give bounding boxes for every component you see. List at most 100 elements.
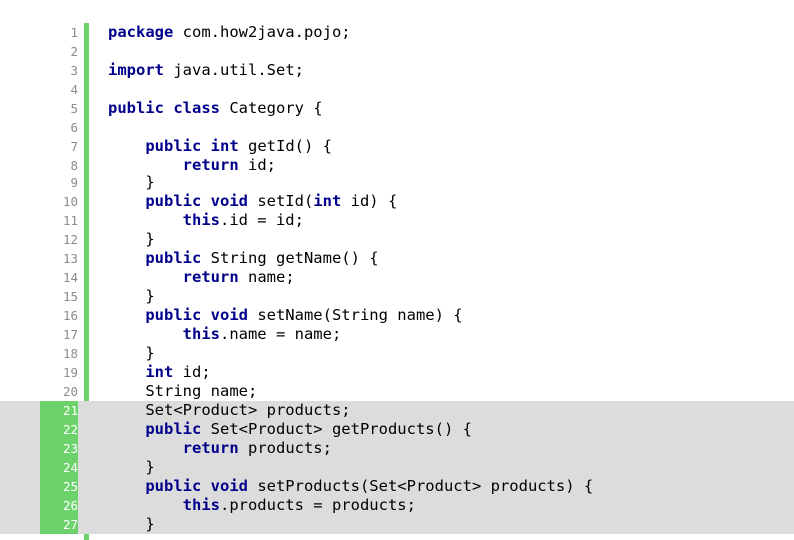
line-number: 14 [62,270,78,285]
code-text: String name; [108,382,257,401]
code-text: this.products = products; [108,496,416,515]
code-token [108,249,145,267]
code-token [108,477,145,495]
keyword-token: public [145,420,202,438]
keyword-token: this [182,211,220,229]
gutter-accent-bar [84,23,89,540]
line-number: 5 [70,101,78,116]
code-token [108,156,183,174]
code-line[interactable]: 12 } [0,230,794,249]
code-line[interactable]: 14 return name; [0,268,794,287]
keyword-token: public void [145,306,248,324]
code-text: public void setName(String name) { [108,306,462,325]
code-text: this.name = name; [108,325,342,344]
code-token: } [108,344,155,362]
code-line[interactable]: 5 public class Category { [0,99,794,118]
code-text: Set<Product> products; [108,401,351,420]
code-text: return name; [108,268,295,287]
line-number: 25 [40,477,78,496]
code-token: Category { [219,99,323,117]
code-token: } [108,230,155,248]
line-number: 22 [40,420,78,439]
code-line[interactable]: 19 int id; [0,363,794,382]
code-token: } [108,287,155,305]
code-line[interactable]: 18 } [0,344,794,363]
code-token [108,325,183,343]
keyword-token: return [182,268,239,286]
keyword-token: return [182,156,239,174]
code-line[interactable]: 13 public String getName() { [0,249,794,268]
code-text: public void setProducts(Set<Product> pro… [108,477,593,496]
code-line[interactable]: 27 } [0,515,794,534]
code-token: } [108,515,155,533]
code-text: } [108,458,155,477]
code-line[interactable]: 26 this.products = products; [0,496,794,515]
code-text: public class Category { [108,99,323,118]
code-token: getId() { [238,137,332,155]
line-number: 16 [62,308,78,323]
code-token [108,420,145,438]
code-token: products; [238,439,332,457]
code-token: .products = products; [219,496,416,514]
code-token [108,496,183,514]
keyword-token: public class [108,99,220,117]
line-number: 11 [62,213,78,228]
code-line[interactable]: 25 public void setProducts(Set<Product> … [0,477,794,496]
code-text: int id; [108,363,210,382]
code-line[interactable]: 24 } [0,458,794,477]
code-token [108,306,145,324]
code-line[interactable]: 11 this.id = id; [0,211,794,230]
keyword-token: int [145,363,174,381]
code-line[interactable]: 15 } [0,287,794,306]
code-token [108,192,145,210]
code-token: name; [238,268,295,286]
line-number: 15 [62,289,78,304]
code-token: String name; [108,382,258,400]
code-token: } [108,458,155,476]
code-line[interactable]: 21 Set<Product> products; [0,401,794,420]
line-number: 4 [70,82,78,97]
code-token: Set<Product> products; [108,401,351,419]
code-token: Set<Product> getProducts() { [201,420,472,438]
code-token [108,137,145,155]
code-token: .id = id; [219,211,304,229]
line-number: 7 [70,139,78,154]
code-token: java.util.Set; [164,61,304,79]
code-token: .name = name; [219,325,342,343]
line-number: 12 [62,232,78,247]
line-number: 1 [70,25,78,40]
code-line[interactable]: 23 return products; [0,439,794,458]
code-token: setId( [247,192,314,210]
line-number: 3 [70,63,78,78]
code-text: } [108,344,155,363]
code-line[interactable]: 2 [0,42,794,61]
code-line[interactable]: 4 [0,80,794,99]
code-token [108,439,183,457]
keyword-token: public [145,249,202,267]
code-line[interactable]: 22 public Set<Product> getProducts() { [0,420,794,439]
line-number: 26 [40,496,78,515]
code-line[interactable]: 6 [0,118,794,137]
line-number: 19 [62,365,78,380]
keyword-token: this [182,325,220,343]
code-text: return id; [108,156,276,175]
code-line[interactable]: 9 } [0,173,794,192]
line-number: 21 [40,401,78,420]
code-token [108,211,183,229]
code-line[interactable]: 20 String name; [0,382,794,401]
code-line[interactable]: 7 public int getId() { [0,137,794,156]
code-token: id) { [341,192,398,210]
code-line[interactable]: 10 public void setId(int id) { [0,192,794,211]
code-token: setProducts(Set<Product> products) { [247,477,594,495]
keyword-token: public void [145,477,248,495]
code-token: com.how2java.pojo; [173,23,351,41]
code-text: public void setId(int id) { [108,192,397,211]
code-line[interactable]: 16 public void setName(String name) { [0,306,794,325]
code-line[interactable]: 17 this.name = name; [0,325,794,344]
code-line[interactable]: 8 return id; [0,156,794,175]
code-token: String getName() { [201,249,379,267]
code-token [108,268,183,286]
